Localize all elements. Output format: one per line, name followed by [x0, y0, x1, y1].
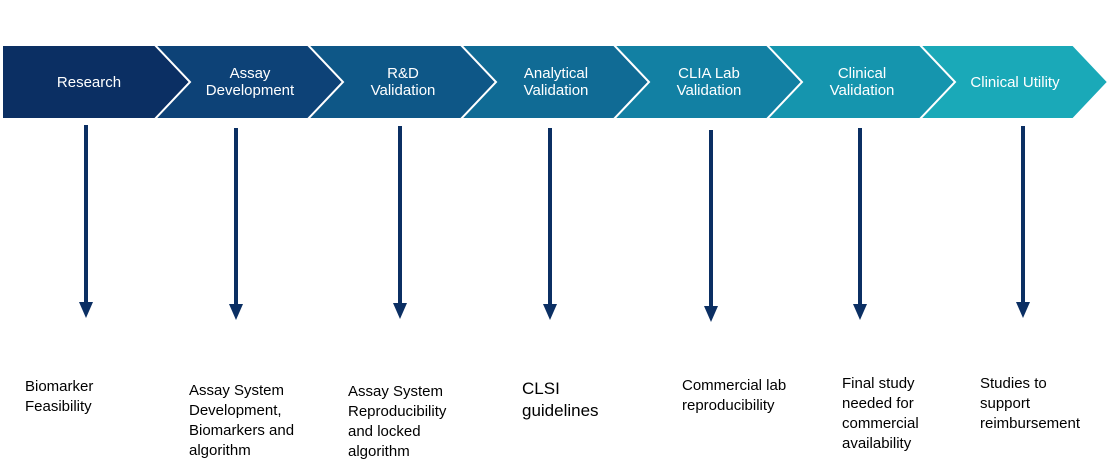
- step-description-assay-development: Assay System Development, Biomarkers and…: [189, 382, 295, 459]
- step-description-clinical-utility: Studies to support reimbursement: [980, 375, 1081, 432]
- chevron-7: [917, 44, 1110, 120]
- down-arrow-5: [704, 130, 718, 322]
- step-description-analytical-validation: CLSI guidelines: [522, 379, 599, 420]
- step-label-analytical-validation: Analytical Validation: [523, 65, 589, 99]
- step-description-clinical-validation: Final study needed for commercial availa…: [842, 375, 919, 452]
- step-label-clia-lab-validation: CLIA Lab Validation: [676, 65, 742, 99]
- step-description-research: Biomarker Feasibility: [25, 378, 94, 415]
- down-arrow-2: [229, 128, 243, 320]
- down-arrow-6: [853, 128, 867, 320]
- down-arrow-7: [1016, 126, 1030, 318]
- chevron-row: [1, 44, 1110, 120]
- step-label-research: Research: [56, 73, 122, 91]
- step-label-clinical-utility: Clinical Utility: [970, 73, 1060, 91]
- down-arrow-4: [543, 128, 557, 320]
- step-label-clinical-validation: Clinical Validation: [829, 65, 895, 99]
- step-label-assay-development: Assay Development: [205, 65, 295, 99]
- step-label-rd-validation: R&D Validation: [370, 65, 436, 99]
- down-arrow-1: [79, 125, 93, 318]
- down-arrow-row: [79, 125, 1030, 322]
- down-arrow-3: [393, 126, 407, 319]
- step-description-rd-validation: Assay System Reproducibility and locked …: [348, 383, 447, 460]
- step-description-clia-lab-validation: Commercial lab reproducibility: [682, 377, 787, 414]
